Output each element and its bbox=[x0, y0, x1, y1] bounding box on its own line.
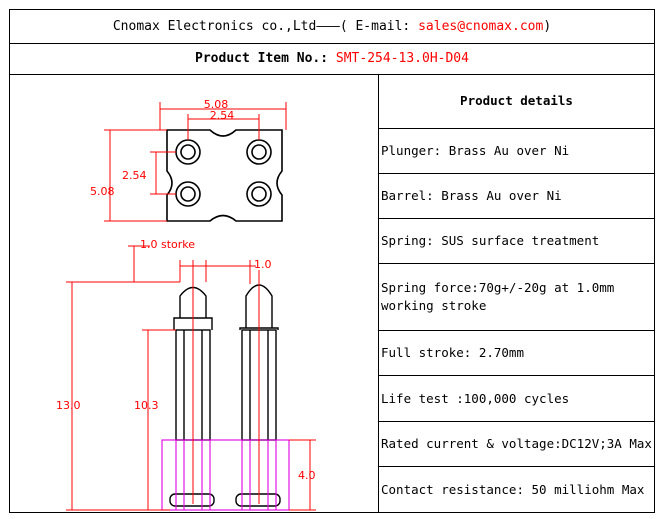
tail-left bbox=[169, 493, 215, 507]
detail-spring: Spring: SUS surface treatment bbox=[379, 219, 654, 264]
dim-10: 1.0 bbox=[254, 258, 272, 271]
pad-1 bbox=[175, 139, 201, 165]
item-label: Product Item No.: bbox=[195, 51, 336, 66]
company-name: Cnomax Electronics co.,Ltd———( E-mail: bbox=[112, 19, 419, 34]
technical-drawing: 5.08 2.54 2.54 5.08 bbox=[10, 74, 379, 512]
side-view-dimensions bbox=[66, 245, 316, 511]
dim-254-top: 2.54 bbox=[210, 109, 235, 122]
product-sheet: Cnomax Electronics co.,Ltd———( E-mail: s… bbox=[9, 9, 655, 513]
company-header-end: ) bbox=[543, 19, 552, 34]
email-link[interactable]: sales@cnomax.com bbox=[418, 19, 544, 34]
company-header: Cnomax Electronics co.,Ltd———( E-mail: s… bbox=[10, 10, 654, 44]
housing bbox=[161, 439, 290, 511]
pad-2 bbox=[246, 139, 272, 165]
detail-barrel: Barrel: Brass Au over Ni bbox=[379, 174, 654, 219]
product-details-table: Product details Plunger: Brass Au over N… bbox=[379, 74, 654, 512]
product-item-header: Product Item No.: SMT-254-13.0H-D04 bbox=[10, 43, 654, 75]
detail-life-test: Life test :100,000 cycles bbox=[379, 376, 654, 422]
pad-4 bbox=[246, 181, 272, 207]
pad-3 bbox=[175, 181, 201, 207]
detail-spring-force: Spring force:70g+/-20g at 1.0mm working … bbox=[379, 264, 654, 331]
footprint-outline bbox=[166, 129, 283, 222]
stroke-label: 1.0 storke bbox=[140, 238, 195, 251]
dim-254-left: 2.54 bbox=[122, 169, 147, 182]
dim-130: 13.0 bbox=[56, 399, 81, 412]
dim-508-top: 5.08 bbox=[204, 98, 229, 111]
detail-full-stroke: Full stroke: 2.70mm bbox=[379, 331, 654, 376]
drawing-svg: 5.08 2.54 2.54 5.08 bbox=[56, 98, 316, 511]
details-title: Product details bbox=[379, 74, 654, 129]
detail-rated: Rated current & voltage:DC12V;3A Max bbox=[379, 422, 654, 467]
side-view bbox=[169, 284, 281, 507]
dim-508-left: 5.08 bbox=[90, 185, 115, 198]
dim-103: 10.3 bbox=[134, 399, 159, 412]
item-number: SMT-254-13.0H-D04 bbox=[335, 51, 469, 66]
detail-plunger: Plunger: Brass Au over Ni bbox=[379, 129, 654, 174]
housing-outline bbox=[161, 439, 290, 511]
top-view bbox=[166, 129, 283, 222]
top-view-dimensions bbox=[104, 102, 287, 222]
detail-contact-resistance: Contact resistance: 50 milliohm Max bbox=[381, 481, 645, 497]
tail-right bbox=[235, 493, 281, 507]
dim-40: 4.0 bbox=[298, 469, 316, 482]
